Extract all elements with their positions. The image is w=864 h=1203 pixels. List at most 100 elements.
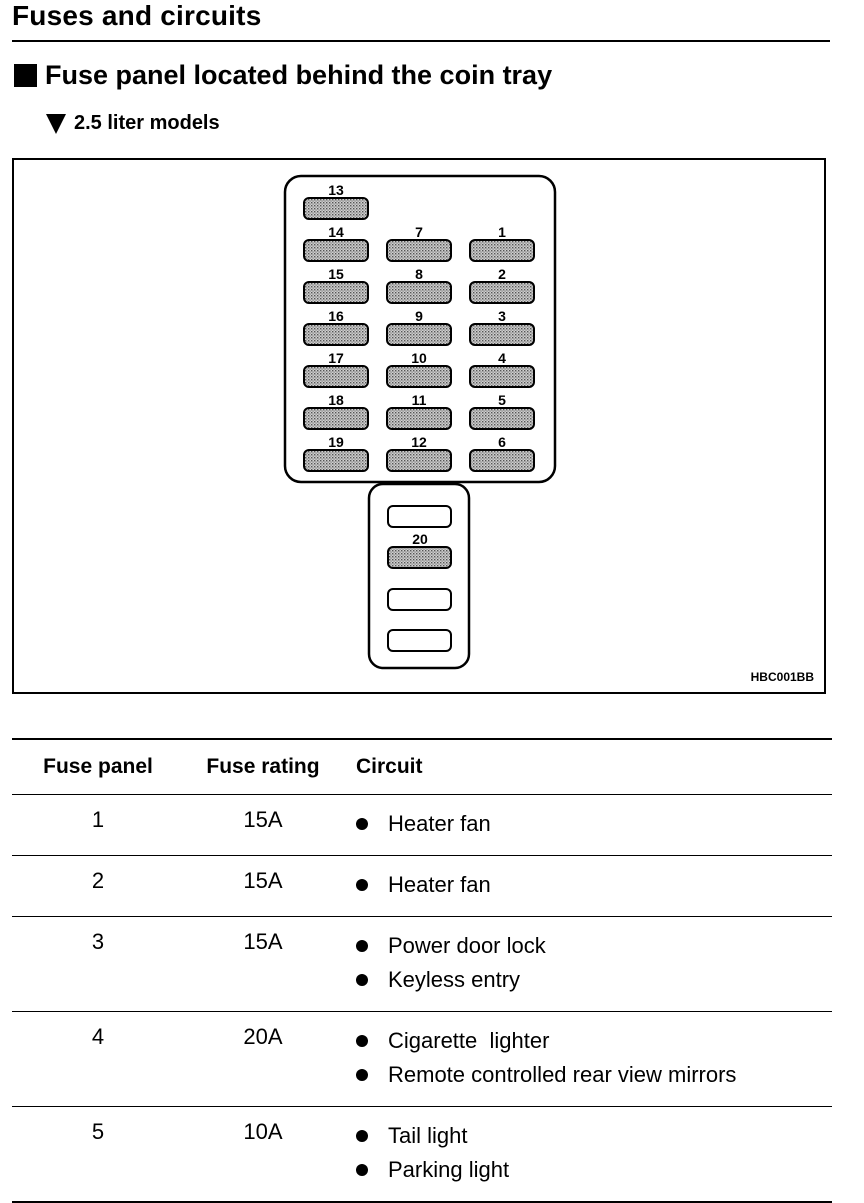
circuit-name: Cigarette lighter [388,1028,550,1053]
fuse-16 [303,323,369,346]
circuit-item: Keyless entry [356,963,832,997]
fuse-panel-number: 5 [12,1106,184,1203]
bullet-icon [356,1130,368,1142]
fuse-number-label: 20 [412,531,428,547]
subsection-heading: 2.5 liter models [46,112,220,135]
fuse-18 [303,407,369,430]
fuse-2 [469,281,535,304]
bullet-icon [356,818,368,830]
fuse-panel-number: 2 [12,855,184,917]
circuit-name: Parking light [388,1157,510,1182]
fuse-13 [303,197,369,220]
header-fuse-panel: Fuse panel [12,738,184,795]
fuse-number-label: 11 [412,392,427,408]
fuse-8 [386,281,452,304]
bullet-icon [356,1035,368,1047]
fuse-1 [469,239,535,262]
upper-fuse-block [283,174,557,484]
fuse-number-label: 16 [328,308,344,324]
fuse-9 [386,323,452,346]
fuse-rating: 20A [184,1011,342,1107]
circuit-item: Cigarette lighter [356,1024,832,1058]
fuse-number-label: 7 [415,224,423,240]
fuse-10 [386,365,452,388]
circuit-item: Remote controlled rear view mirrors [356,1058,832,1092]
fuse-6 [469,449,535,472]
fuse-14 [303,239,369,262]
section-title: Fuse panel located behind the coin tray [45,60,553,90]
fuse-15 [303,281,369,304]
header-rule [12,40,830,42]
fuse-number-label: 4 [498,350,506,366]
circuit-name: Keyless entry [388,967,521,992]
circuit-item: Heater fan [356,807,832,841]
fuse-panel-number: 3 [12,916,184,1012]
fuse-19 [303,449,369,472]
circuit-name: Remote controlled rear view mirrors [388,1062,737,1087]
circuit-item: Heater fan [356,868,832,902]
fuse-number-label: 19 [328,434,344,450]
fuse-rating: 15A [184,916,342,1012]
fuse-17 [303,365,369,388]
fuse-7 [386,239,452,262]
circuit-name: Power door lock [388,933,546,958]
fuse-11 [386,407,452,430]
circuit-item: Power door lock [356,929,832,963]
fuse-rating: 15A [184,794,342,856]
fuse-number-label: 8 [415,266,423,282]
bullet-icon [356,1069,368,1081]
fuse-3 [469,323,535,346]
circuit-name: Tail light [388,1123,468,1148]
fuse-number-label: 14 [328,224,344,240]
table-header-row: Fuse panel Fuse rating Circuit [12,738,832,795]
section-heading: Fuse panel located behind the coin tray [14,60,552,91]
diagram-code: HBC001BB [750,670,814,684]
fuse-number-label: 18 [328,392,344,408]
fuse-number-label: 15 [328,266,344,282]
fuse-number-label: 17 [328,350,344,366]
header-circuit: Circuit [342,738,832,795]
fuse-number-label: 5 [498,392,506,408]
circuit-name: Heater fan [388,872,491,897]
fuse-20 [387,546,452,569]
fuse-rating: 15A [184,855,342,917]
fuse-number-label: 1 [498,224,506,240]
circuit-name: Heater fan [388,811,491,836]
empty-fuse-slot [387,588,452,611]
empty-fuse-slot [387,629,452,652]
circuit-item: Tail light [356,1119,832,1153]
fuse-number-label: 2 [498,266,506,282]
black-square-icon [14,64,37,87]
circuit-item: Parking light [356,1153,832,1187]
empty-fuse-slot [387,505,452,528]
fuse-4 [469,365,535,388]
bullet-icon [356,940,368,952]
fuse-number-label: 9 [415,308,423,324]
bullet-icon [356,1164,368,1176]
fuse-12 [386,449,452,472]
subsection-title: 2.5 liter models [74,112,220,134]
circuit-list: Heater fan [342,794,832,856]
fuse-panel-number: 1 [12,794,184,856]
lower-fuse-block [367,482,471,670]
fuse-number-label: 3 [498,308,506,324]
bullet-icon [356,974,368,986]
header-fuse-rating: Fuse rating [184,738,342,795]
down-triangle-icon [46,113,66,134]
circuit-list: Heater fan [342,855,832,917]
fuse-number-label: 10 [411,350,427,366]
fuse-5 [469,407,535,430]
fuse-panel-number: 4 [12,1011,184,1107]
page-header: Fuses and circuits [12,0,262,31]
fuse-number-label: 12 [411,434,427,450]
